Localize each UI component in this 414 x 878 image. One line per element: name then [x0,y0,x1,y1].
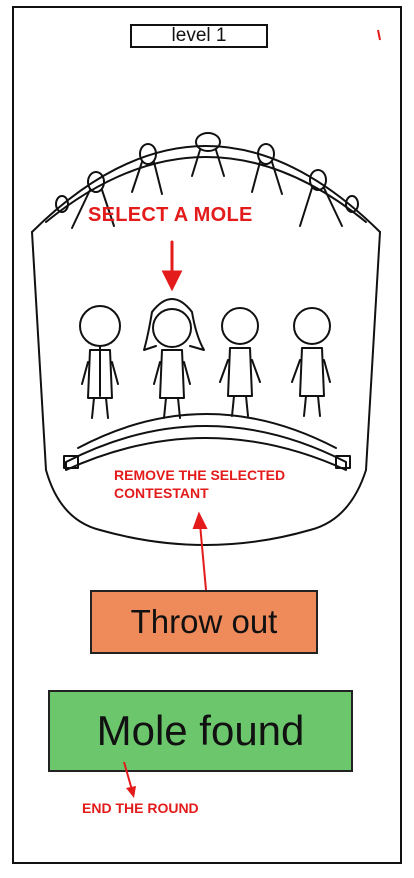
level-label: level 1 [171,25,227,46]
stage-dome-left-wall [31,231,101,531]
level-indicator: level 1 [130,24,268,48]
select-arrow-icon [161,240,183,292]
end-round-arrow-icon [123,761,136,798]
remove-arrow-icon [192,511,208,591]
stray-mark [377,29,381,41]
stage-dome-right-wall [309,231,381,531]
spotlight-icon [131,143,163,195]
contestant-figure[interactable] [219,307,261,417]
remove-selected-annotation: REMOVE THE SELECTED CONTESTANT [114,467,286,501]
stage-floor-curve [99,529,311,546]
spotlight-icon [251,143,283,195]
throw-out-button[interactable]: Throw out [90,590,318,654]
stage-dome-arch [31,145,381,233]
mole-found-label: Mole found [96,707,305,754]
contestant-figure-selected[interactable] [143,298,205,419]
contestant-figure[interactable] [291,307,331,417]
stage-platform [65,425,347,471]
end-round-annotation: END THE ROUND [82,800,199,816]
select-mole-annotation: SELECT A MOLE [88,204,253,226]
spotlight-icon [299,169,343,227]
contestant-figure[interactable] [79,305,121,419]
mole-found-button[interactable]: Mole found [48,690,353,772]
spotlight-icon [55,195,359,213]
spotlight-icon [191,132,225,177]
stage-illustration [31,29,381,591]
throw-out-label: Throw out [130,603,278,640]
spotlight-icon [71,171,115,229]
phone-frame [12,6,402,864]
